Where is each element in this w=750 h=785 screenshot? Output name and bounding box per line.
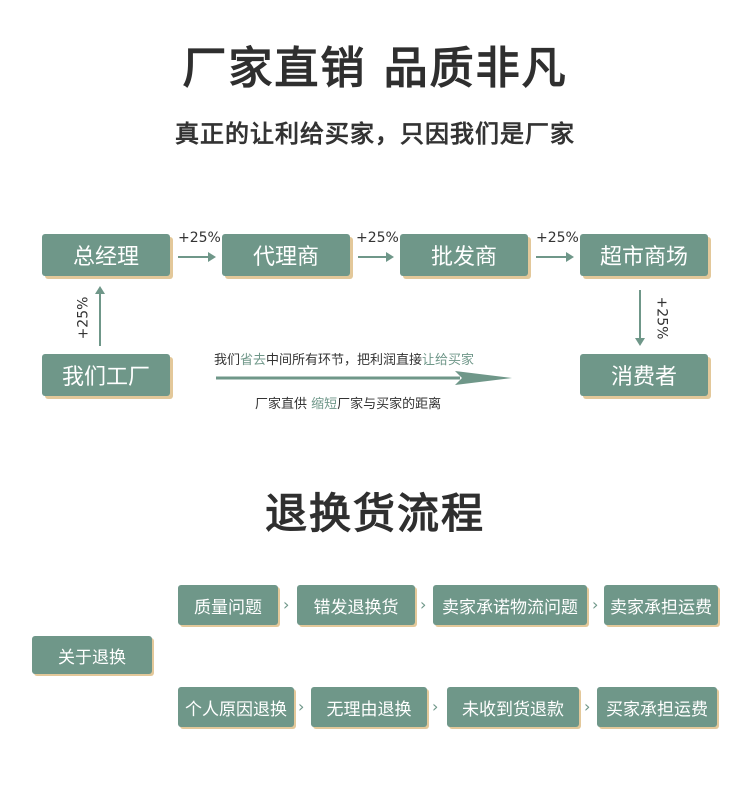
wholesaler-box: 批发商: [400, 234, 528, 276]
row1-step-2: 错发退换货: [297, 585, 415, 625]
row2-step-2: 无理由退换: [311, 687, 427, 727]
agent-box: 代理商: [222, 234, 350, 276]
consumer-box: 消费者: [580, 354, 708, 396]
chevron-right-icon: ›: [592, 595, 599, 614]
markup-label-3: +25%: [536, 230, 579, 246]
markup-label-1: +25%: [178, 230, 221, 246]
returns-title: 退换货流程: [264, 489, 485, 538]
row1-step-1: 质量问题: [178, 585, 278, 625]
row1-step-4: 卖家承担运费: [604, 585, 718, 625]
chevron-right-icon: ›: [584, 697, 591, 716]
chevron-right-icon: ›: [432, 697, 439, 716]
factory-box: 我们工厂: [42, 354, 170, 396]
row2-step-4: 买家承担运费: [597, 687, 717, 727]
chevron-right-icon: ›: [420, 595, 427, 614]
direct-note-top: 我们省去中间所有环节，把利润直接让给买家: [214, 353, 475, 368]
supermarket-box: 超市商场: [580, 234, 708, 276]
direct-arrow: [216, 371, 512, 385]
row2-step-3: 未收到货退款: [447, 687, 579, 727]
page-title: 厂家直销 品质非凡: [182, 43, 568, 94]
chevron-right-icon: ›: [298, 697, 305, 716]
page-subtitle: 真正的让利给买家，只因我们是厂家: [175, 120, 575, 148]
flow-arrows: [95, 252, 645, 385]
about-returns-box: 关于退换: [32, 636, 152, 674]
direct-note-bottom: 厂家直供 缩短厂家与买家的距离: [255, 397, 442, 412]
markup-label-2: +25%: [356, 230, 399, 246]
manager-box: 总经理: [42, 234, 170, 276]
chevron-right-icon: ›: [283, 595, 290, 614]
row1-step-3: 卖家承诺物流问题: [433, 585, 587, 625]
row2-step-1: 个人原因退换: [178, 687, 294, 727]
